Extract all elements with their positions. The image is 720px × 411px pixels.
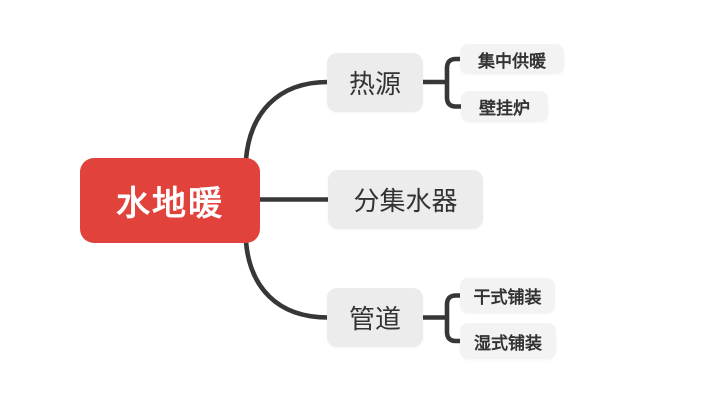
root-node-water-floor-heating[interactable]: 水地暖 bbox=[80, 158, 260, 243]
branch-node-water-manifold[interactable]: 分集水器 bbox=[328, 170, 483, 229]
leaf-node-central-heating[interactable]: 集中供暖 bbox=[460, 44, 564, 74]
connector-root-to-heat-source bbox=[243, 79, 331, 162]
branch-node-pipeline[interactable]: 管道 bbox=[327, 288, 423, 347]
connector-heat-source-to-children bbox=[420, 56, 465, 109]
connector-root-to-pipeline bbox=[243, 239, 331, 320]
connector-pipeline-to-children bbox=[420, 293, 464, 344]
leaf-node-wall-mounted-boiler[interactable]: 壁挂炉 bbox=[461, 91, 548, 122]
branch-node-heat-source[interactable]: 热源 bbox=[327, 53, 423, 112]
leaf-node-wet-laying[interactable]: 湿式铺装 bbox=[460, 323, 556, 359]
leaf-node-dry-laying[interactable]: 干式铺装 bbox=[460, 278, 555, 313]
